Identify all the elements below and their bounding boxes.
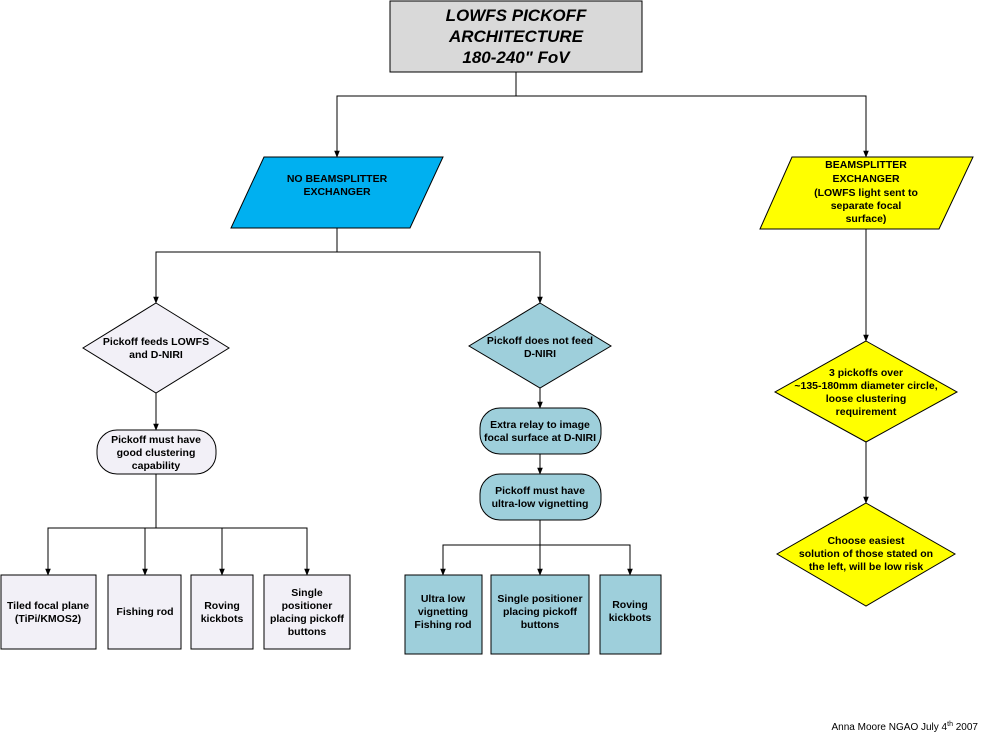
author-credit: Anna Moore NGAO July 4th 2007 (832, 721, 979, 733)
node-text: requirement (836, 406, 897, 418)
title-line: ARCHITECTURE (448, 27, 584, 46)
node-text: buttons (521, 619, 560, 631)
node-text: the left, will be low risk (809, 561, 924, 573)
tiled-focal-plane-box: Tiled focal plane (TiPi/KMOS2) (0, 574, 97, 650)
node-text: ultra-low vignetting (492, 498, 589, 510)
node-text: Roving (204, 600, 240, 612)
ultra-low-fishing-rod-box: Ultra low vignetting Fishing rod (404, 574, 483, 655)
node-text: Pickoff must have (111, 434, 201, 446)
node-text: NO BEAMSPLITTER (287, 173, 388, 185)
fishing-rod-box: Fishing rod (107, 574, 182, 650)
choose-easiest-decision: Choose easiest solution of those stated … (776, 502, 956, 607)
node-text: EXCHANGER (303, 186, 371, 198)
title-line: 180-240" FoV (462, 48, 571, 67)
node-text: surface) (846, 213, 887, 225)
title-box: LOWFS PICKOFF ARCHITECTURE 180-240" FoV (389, 0, 643, 73)
node-text: kickbots (609, 612, 652, 624)
node-text: BEAMSPLITTER (825, 159, 907, 171)
ultra-low-vignetting-node: Pickoff must have ultra-low vignetting (479, 473, 602, 521)
roving-kickbots-left-box: Roving kickbots (190, 574, 254, 650)
node-text: placing pickoff (503, 606, 578, 618)
node-text: solution of those stated on (799, 548, 933, 560)
node-text: EXCHANGER (832, 173, 900, 185)
node-text: focal surface at D-NIRI (484, 432, 596, 444)
three-pickoffs-decision: 3 pickoffs over ~135-180mm diameter circ… (773, 340, 959, 443)
single-positioner-mid-box: Single positioner placing pickoff button… (490, 574, 590, 655)
credit-superscript: th (947, 721, 953, 728)
title-line: LOWFS PICKOFF (446, 6, 587, 25)
roving-kickbots-mid-box: Roving kickbots (599, 574, 662, 655)
node-text: good clustering (117, 447, 196, 459)
node-text: Ultra low (421, 593, 466, 605)
node-text: buttons (288, 626, 327, 638)
node-text: loose clustering (826, 393, 907, 405)
single-positioner-left-box: Single positioner placing pickoff button… (263, 574, 351, 650)
node-text: separate focal (831, 200, 902, 212)
node-text: 3 pickoffs over (829, 367, 903, 379)
good-clustering-node: Pickoff must have good clustering capabi… (96, 429, 217, 475)
credit-text: Anna Moore NGAO July 4 (832, 722, 948, 733)
no-beamsplitter-node: NO BEAMSPLITTER EXCHANGER (230, 156, 444, 229)
node-text: vignetting (418, 606, 468, 618)
beamsplitter-node: BEAMSPLITTER EXCHANGER (LOWFS light sent… (759, 156, 974, 230)
credit-year: 2007 (953, 722, 978, 733)
node-text: Pickoff must have (495, 485, 585, 497)
node-text: and D-NIRI (129, 349, 183, 361)
node-text: Single positioner (497, 593, 582, 605)
node-text: ~135-180mm diameter circle, (794, 380, 937, 392)
node-text: Fishing rod (116, 606, 173, 618)
node-text: Pickoff feeds LOWFS (103, 336, 209, 348)
node-text: Extra relay to image (490, 419, 590, 431)
pickoff-not-feed-decision: Pickoff does not feed D-NIRI (468, 302, 612, 389)
node-text: positioner (282, 600, 333, 612)
node-text: Pickoff does not feed (487, 335, 593, 347)
node-text: (TiPi/KMOS2) (15, 613, 81, 625)
node-text: Tiled focal plane (7, 600, 89, 612)
node-text: Choose easiest (827, 535, 905, 547)
node-text: Fishing rod (414, 619, 471, 631)
connectors (45, 72, 869, 576)
node-text: kickbots (201, 613, 244, 625)
pickoff-feeds-decision: Pickoff feeds LOWFS and D-NIRI (82, 302, 230, 394)
node-text: capability (132, 460, 181, 472)
node-text: Single (291, 587, 323, 599)
node-text: placing pickoff (270, 613, 345, 625)
node-text: Roving (612, 599, 648, 611)
node-text: (LOWFS light sent to (814, 187, 918, 199)
node-text: D-NIRI (524, 348, 556, 360)
extra-relay-node: Extra relay to image focal surface at D-… (479, 407, 602, 455)
